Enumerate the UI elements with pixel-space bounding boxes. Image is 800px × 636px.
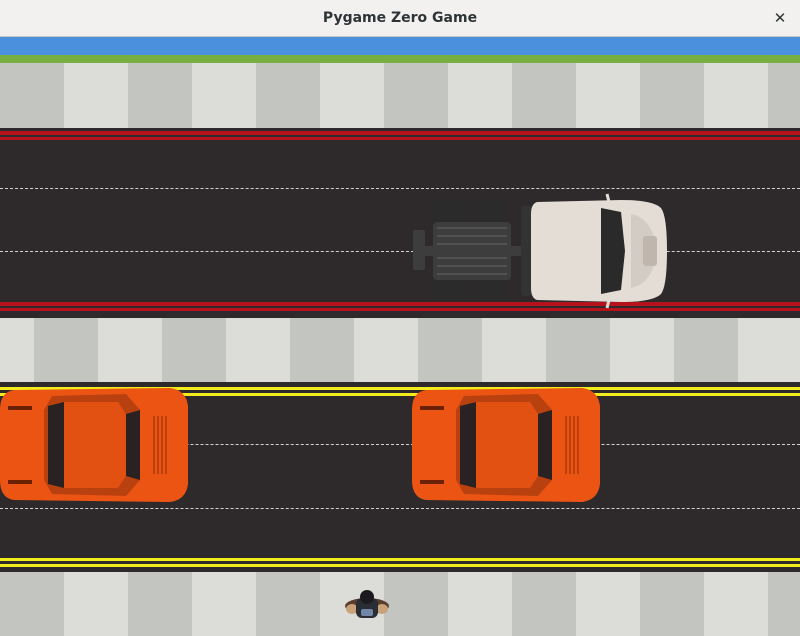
sidewalk-tile xyxy=(576,63,640,128)
road-edge-line xyxy=(0,137,800,140)
sidewalk-tile xyxy=(0,572,64,636)
sidewalk-tile xyxy=(418,318,482,382)
sidewalk-tile xyxy=(256,63,320,128)
sidewalk-tile xyxy=(768,572,800,636)
lane-divider xyxy=(0,508,800,509)
sidewalk-tile xyxy=(64,63,128,128)
lane-divider xyxy=(0,444,800,445)
sidewalk-tile xyxy=(738,318,800,382)
sidewalk-tile xyxy=(546,318,610,382)
lane-divider xyxy=(0,188,800,189)
sidewalk-tile xyxy=(192,63,256,128)
road-edge-line xyxy=(0,308,800,311)
sky-strip xyxy=(0,37,800,55)
sidewalk-tile xyxy=(512,572,576,636)
semi-truck-icon xyxy=(413,193,667,309)
sidewalk-bottom xyxy=(0,572,800,636)
sidewalk-tile xyxy=(0,63,64,128)
sidewalk-tile xyxy=(34,318,98,382)
sidewalk-tile xyxy=(482,318,546,382)
window-titlebar: Pygame Zero Game ✕ xyxy=(0,0,800,37)
sidewalk-tile xyxy=(704,572,768,636)
road-top xyxy=(0,128,800,318)
sidewalk-middle xyxy=(0,318,800,382)
sidewalk-tile xyxy=(354,318,418,382)
sidewalk-tile xyxy=(768,63,800,128)
sidewalk-tile xyxy=(512,63,576,128)
sidewalk-top xyxy=(0,63,800,128)
sidewalk-tile xyxy=(704,63,768,128)
grass-strip xyxy=(0,55,800,63)
sidewalk-tile xyxy=(384,63,448,128)
game-canvas[interactable] xyxy=(0,37,800,636)
sidewalk-tile xyxy=(128,63,192,128)
sidewalk-tile xyxy=(384,572,448,636)
sidewalk-tile xyxy=(192,572,256,636)
sidewalk-tile xyxy=(674,318,738,382)
road-edge-line xyxy=(0,564,800,567)
sidewalk-tile xyxy=(640,572,704,636)
sidewalk-tile xyxy=(320,63,384,128)
sidewalk-tile xyxy=(0,318,34,382)
sidewalk-tile xyxy=(576,572,640,636)
sidewalk-tile xyxy=(98,318,162,382)
road-edge-line xyxy=(0,131,800,135)
sidewalk-tile xyxy=(290,318,354,382)
road-edge-line xyxy=(0,558,800,561)
sidewalk-tile xyxy=(640,63,704,128)
sidewalk-tile xyxy=(448,63,512,128)
sidewalk-tile xyxy=(448,572,512,636)
sidewalk-tile xyxy=(226,318,290,382)
pedestrian-icon[interactable] xyxy=(343,587,391,621)
lane-divider xyxy=(0,251,800,252)
sports-car-icon xyxy=(0,388,188,502)
sidewalk-tile xyxy=(610,318,674,382)
sidewalk-tile xyxy=(64,572,128,636)
window-title: Pygame Zero Game xyxy=(322,10,478,26)
road-edge-line xyxy=(0,387,800,390)
sidewalk-tile xyxy=(256,572,320,636)
sidewalk-tile xyxy=(162,318,226,382)
close-icon[interactable]: ✕ xyxy=(773,9,787,27)
road-edge-line xyxy=(0,302,800,306)
road-edge-line xyxy=(0,393,800,396)
sports-car-icon xyxy=(412,388,600,502)
sidewalk-tile xyxy=(128,572,192,636)
